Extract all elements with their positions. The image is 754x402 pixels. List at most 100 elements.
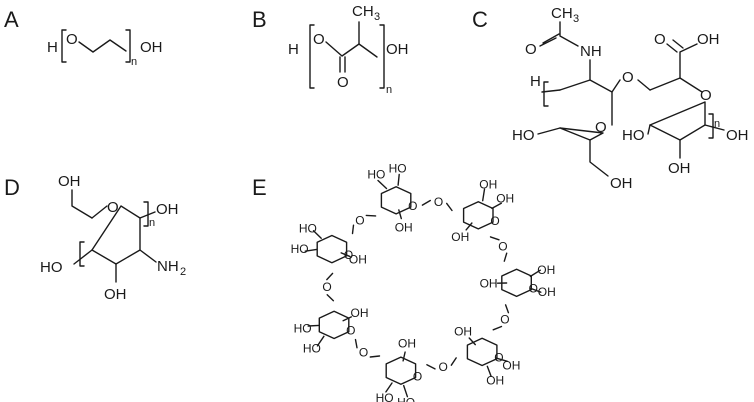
- backbone-bonds: [325, 41, 378, 58]
- atom-o-acid: O: [654, 31, 666, 48]
- glycosidic-bond: [326, 294, 335, 302]
- panel-d: D OH O n OH HO NH 2 OH: [4, 173, 186, 303]
- glucose-ring-6: [318, 310, 350, 340]
- glycosidic-bond: [504, 304, 510, 314]
- hydroxyl-bond: [385, 382, 393, 393]
- atom-ho-right: HO: [622, 127, 645, 144]
- ch2oh-bond: [398, 209, 402, 220]
- atom-oh-bottom-right: OH: [668, 160, 691, 177]
- bracket-right: [708, 113, 714, 139]
- hydroxyl-label: OH: [486, 374, 504, 388]
- ch2oh-label: OH: [349, 253, 367, 267]
- atom-ho: HO: [40, 259, 63, 276]
- bracket-left: [79, 241, 85, 267]
- hydroxyl-label: HO: [397, 396, 415, 402]
- glycosidic-oxygen: O: [498, 240, 507, 254]
- ch2oh-bond: [340, 252, 351, 257]
- hydroxyl-bond: [491, 202, 502, 210]
- ring: [91, 205, 141, 265]
- hydroxyl-bond: [403, 384, 409, 398]
- hydroxyl-label: HO: [299, 222, 317, 236]
- ch2oh-label: OH: [395, 220, 413, 234]
- panel-c: C CH 3 O NH O H HO OH O O O OH HO OH n O…: [472, 5, 749, 192]
- hydroxyl-bond: [304, 248, 318, 252]
- atom-nh2: NH: [157, 258, 179, 275]
- ch2oh-bonds: [589, 139, 609, 177]
- ch2oh-bond: [342, 316, 352, 322]
- ho-bond-right: [647, 124, 651, 135]
- atom-o-ring: O: [107, 199, 119, 216]
- hydroxyl-bond: [482, 188, 486, 202]
- hydroxyl-bond: [397, 173, 400, 186]
- repeat-n: n: [149, 217, 155, 229]
- ch2oh-bond: [468, 337, 476, 346]
- hydroxyl-label: HO: [376, 391, 394, 402]
- ring-oxygen: O: [408, 199, 417, 213]
- panel-letter-b: B: [252, 7, 267, 32]
- hydroxyl-bond: [530, 287, 542, 293]
- glycosidic-bond: [421, 199, 431, 206]
- atom-oh: OH: [140, 39, 163, 56]
- atom-oh-acid: OH: [697, 31, 720, 48]
- atom-o-ester: O: [313, 31, 325, 48]
- atom-o-acetyl: O: [525, 41, 537, 58]
- atom-o-ring-right: O: [700, 87, 712, 104]
- glucose-ring-7: [316, 234, 348, 264]
- hydroxyl-label: OH: [537, 263, 555, 277]
- atom-oh-right: OH: [156, 201, 179, 218]
- atom-oh-bottom: OH: [104, 286, 127, 303]
- glycosidic-bond: [365, 214, 377, 217]
- hydroxyl-bond: [377, 179, 388, 190]
- bracket-right: [379, 24, 385, 89]
- acetyl-bonds: [539, 21, 579, 47]
- atom-oh-bottom: OH: [610, 175, 633, 192]
- atom-o-carbonyl: O: [337, 74, 349, 91]
- ch2oh-label: OH: [480, 276, 498, 290]
- glycosidic-bond: [351, 224, 355, 235]
- panel-letter-a: A: [4, 7, 19, 32]
- glycosidic-oxygen: O: [359, 345, 368, 359]
- glycosidic-bond: [489, 236, 500, 241]
- nh2-bond: [139, 249, 157, 263]
- glycosidic-oxygen: O: [322, 280, 331, 294]
- repeat-n: n: [131, 56, 137, 68]
- glucose-ring-1: [380, 186, 412, 215]
- glucose-ring-4: [466, 337, 498, 367]
- panel-letter-e: E: [252, 175, 267, 200]
- atom-oh-right: OH: [726, 127, 749, 144]
- hydroxyl-bond: [316, 335, 325, 347]
- atom-h: H: [288, 41, 299, 58]
- hydroxyl-label: HO: [303, 341, 321, 355]
- hydroxyl-label: HO: [367, 168, 385, 182]
- hydroxyl-label: HO: [294, 322, 312, 336]
- hydroxyl-bond: [312, 230, 322, 239]
- ch2oh-bond: [402, 351, 406, 362]
- atom-ch3-sub: 3: [573, 13, 579, 25]
- atom-ch3-sub: 3: [374, 11, 380, 23]
- ring-left: [559, 79, 613, 141]
- atom-h: H: [530, 73, 541, 90]
- hydroxyl-bond: [486, 365, 492, 377]
- bracket-left: [61, 29, 67, 63]
- ch2oh-bonds: [71, 189, 93, 219]
- glucose-ring-5: [385, 356, 417, 385]
- panel-letter-d: D: [4, 175, 20, 200]
- carboxyl-bonds: [666, 39, 698, 79]
- atom-o: O: [66, 31, 78, 48]
- atom-oh-top: OH: [58, 173, 81, 190]
- glycosidic-bond: [503, 252, 508, 262]
- bracket-left: [543, 81, 549, 107]
- glycosidic-oxygen: O: [439, 360, 448, 374]
- ring-oxygen: O: [494, 351, 503, 365]
- atom-ch3: CH: [352, 3, 374, 20]
- atom-o-ring-left: O: [595, 119, 607, 136]
- ring-right: [649, 77, 706, 141]
- hydroxyl-label: OH: [496, 192, 514, 206]
- atom-oh: OH: [386, 41, 409, 58]
- h-bond: [541, 89, 561, 93]
- glycosidic-bond: [450, 357, 457, 366]
- glycosidic-oxygen: O: [500, 313, 509, 327]
- glycosidic-bond: [492, 325, 503, 331]
- glycosidic-bond: [446, 202, 453, 212]
